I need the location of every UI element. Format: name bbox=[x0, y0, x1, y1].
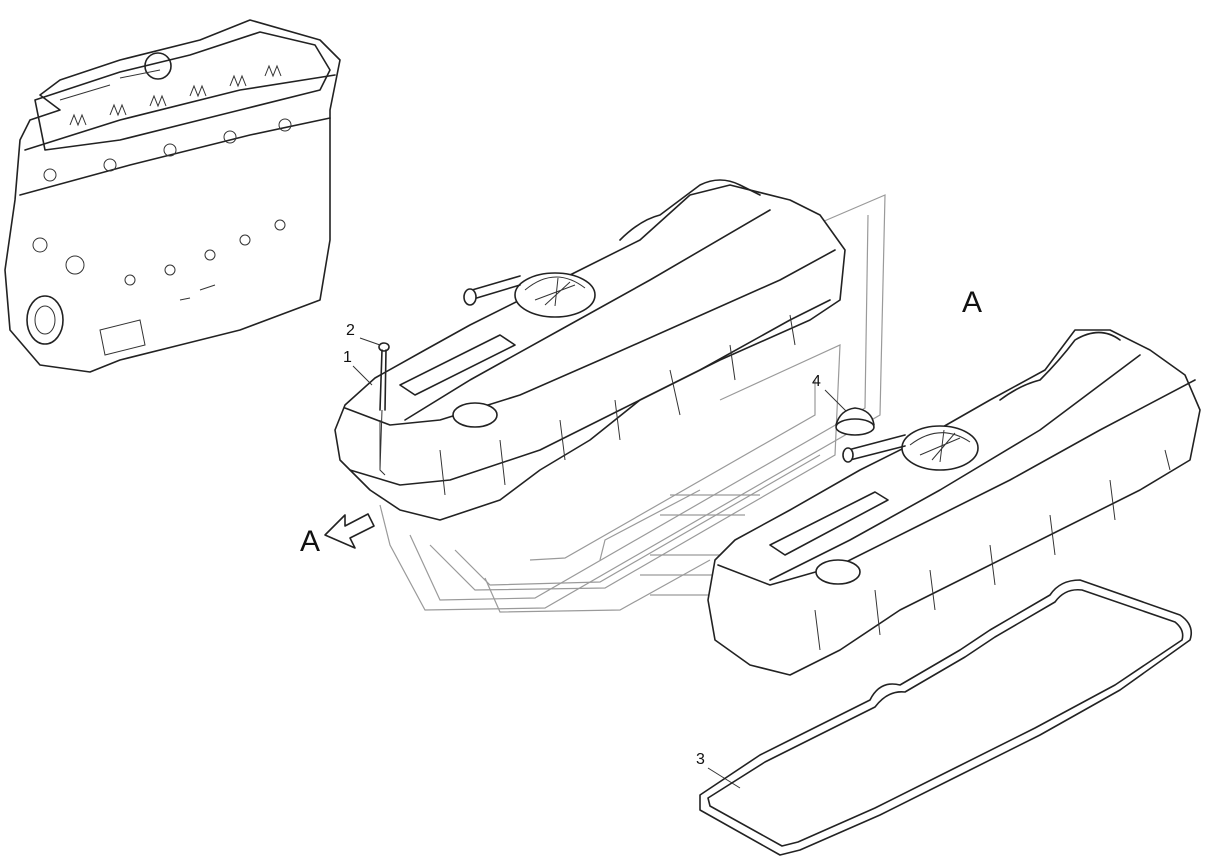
gasket-item-3 bbox=[699, 579, 1193, 856]
callout-1: 1 bbox=[343, 349, 352, 366]
view-direction-arrow bbox=[324, 513, 375, 549]
bolt-item-2 bbox=[378, 342, 390, 471]
detail-view-letter: A bbox=[962, 286, 983, 319]
oil-filler-cap-item-4 bbox=[835, 407, 875, 436]
valve-cover-item-1 bbox=[334, 179, 846, 521]
engine-assembly-illustration bbox=[4, 19, 341, 373]
callout-2: 2 bbox=[346, 322, 355, 339]
callout-3: 3 bbox=[696, 751, 705, 768]
valve-cover-view-a bbox=[707, 329, 1201, 676]
view-arrow-letter: A bbox=[300, 525, 321, 558]
exploded-view-flow-outlines bbox=[379, 194, 886, 613]
callout-4: 4 bbox=[812, 373, 821, 390]
callout-leaders bbox=[352, 337, 849, 789]
